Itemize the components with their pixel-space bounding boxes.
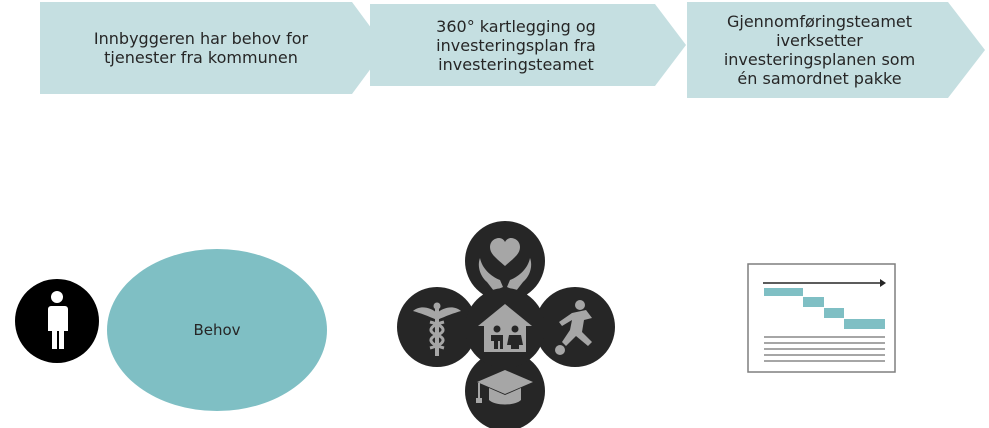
need-circle: [107, 249, 327, 411]
process-step-2-label: 360° kartlegging og investeringsplan fra…: [436, 16, 596, 74]
process-step-1-shape: [40, 2, 386, 94]
gantt-plan-icon: [747, 263, 896, 373]
need-label: Behov: [193, 321, 241, 339]
education-graduation-cap-icon: [465, 351, 545, 428]
process-step-3-label: Gjennomføringsteamet iverksetter investe…: [723, 12, 916, 88]
care-hands-heart-icon: [465, 221, 545, 301]
person-icon: [15, 279, 99, 363]
process-step-1-label: Innbyggeren har behov for tjenester fra …: [93, 29, 309, 67]
sports-football-icon: [535, 287, 615, 367]
medical-caduceus-icon: [397, 287, 477, 367]
services-cluster: [397, 221, 615, 428]
family-home-icon: [465, 288, 545, 368]
process-step-2-shape: [370, 4, 686, 86]
process-step-3-shape: [687, 2, 985, 98]
